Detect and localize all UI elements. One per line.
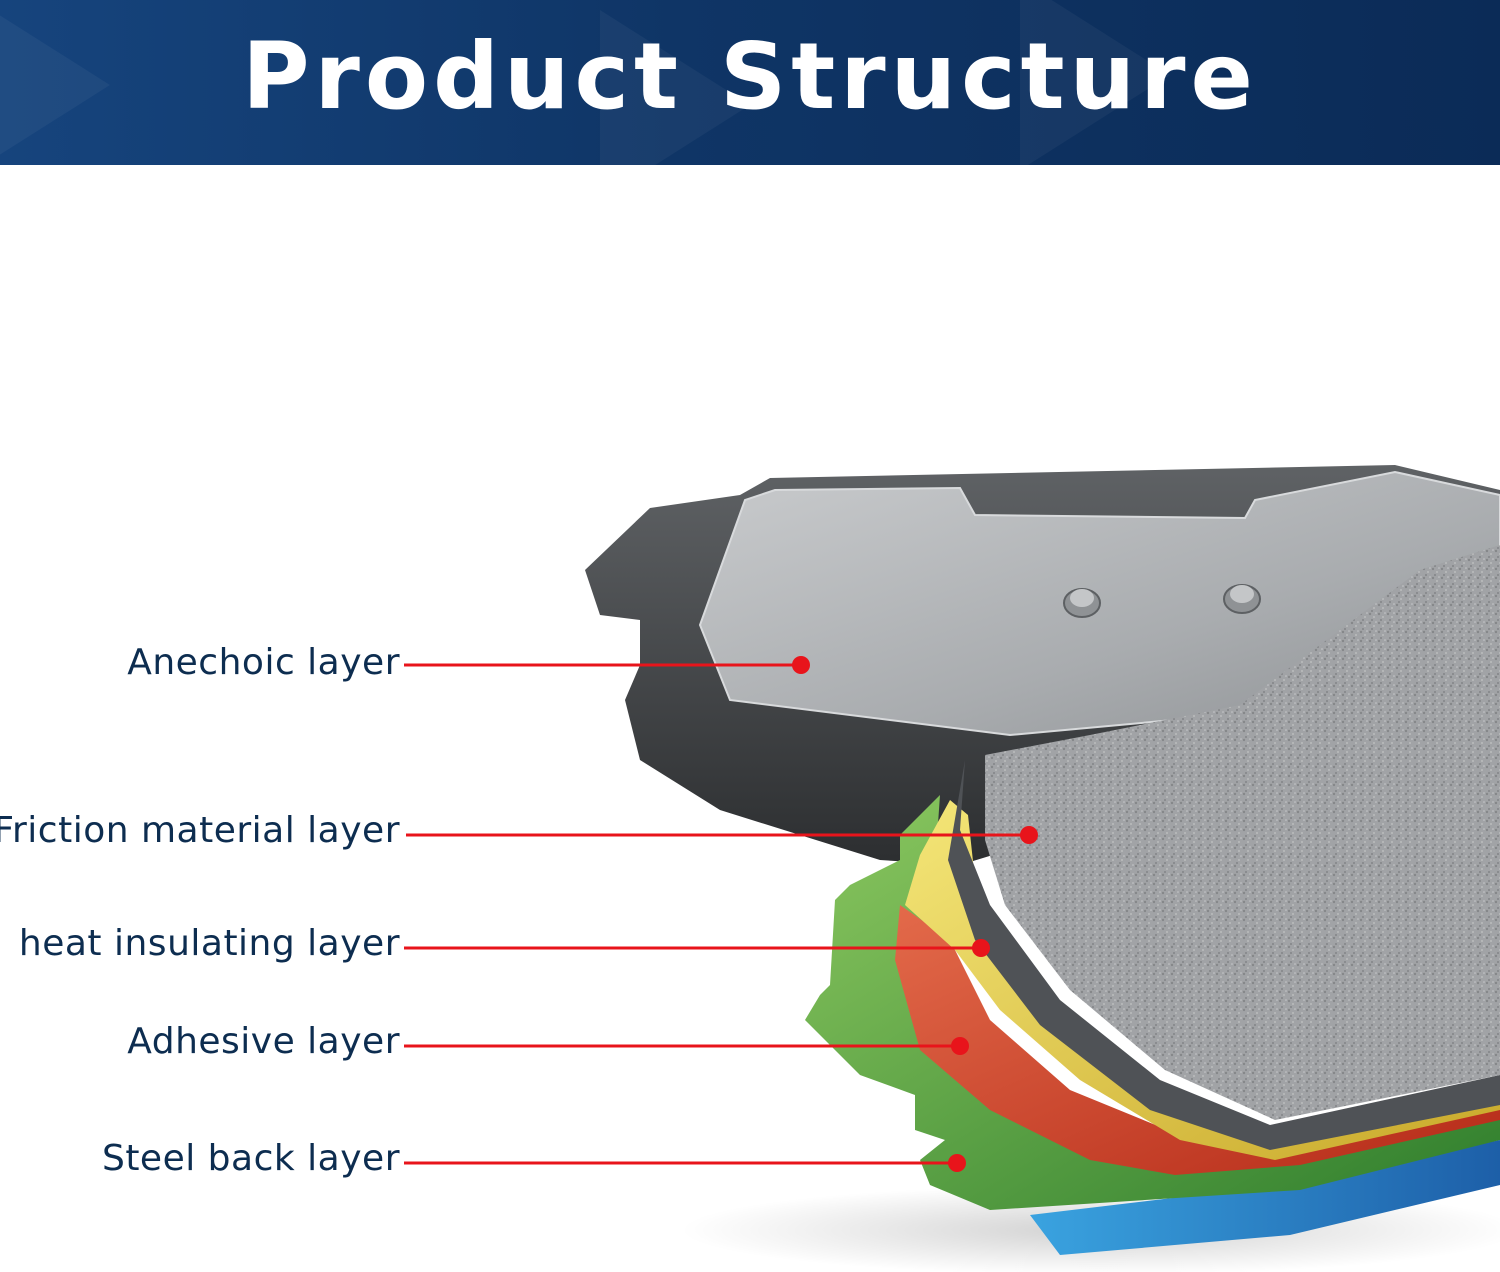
marker-dot-anechoic xyxy=(792,656,810,674)
banner-decor-triangle xyxy=(0,0,110,165)
friction-material-sheen xyxy=(985,545,1500,1120)
rivet-icon xyxy=(1230,585,1254,603)
label-steel-back-layer: Steel back layer xyxy=(101,1138,400,1179)
banner-title: Product Structure xyxy=(242,23,1258,130)
header-banner: Product Structure xyxy=(0,0,1500,165)
label-anechoic-layer: Anechoic layer xyxy=(127,642,400,683)
marker-dot-insulating xyxy=(972,939,990,957)
banner-decor-triangle xyxy=(1020,0,1170,165)
marker-dot-adhesive xyxy=(951,1037,969,1055)
label-adhesive-layer: Adhesive layer xyxy=(127,1021,400,1062)
adhesive-layer xyxy=(895,905,1500,1175)
friction-material-layer xyxy=(985,545,1500,1120)
brake-pad-illustration xyxy=(404,465,1500,1272)
label-friction-material-layer: Friction material layer xyxy=(0,810,400,851)
friction-material-edge xyxy=(948,760,1500,1150)
marker-dot-friction xyxy=(1020,826,1038,844)
banner-decor-triangle xyxy=(600,10,750,165)
brake-pad-diagram: Anechoic layer Friction material layer h… xyxy=(0,165,1500,1272)
marker-dot-steel-back xyxy=(948,1154,966,1172)
steel-back-layer xyxy=(805,795,1500,1210)
rivet-icon xyxy=(1070,589,1094,607)
leader-lines xyxy=(404,663,1029,1165)
label-heat-insulating-layer: heat insulating layer xyxy=(18,923,400,964)
